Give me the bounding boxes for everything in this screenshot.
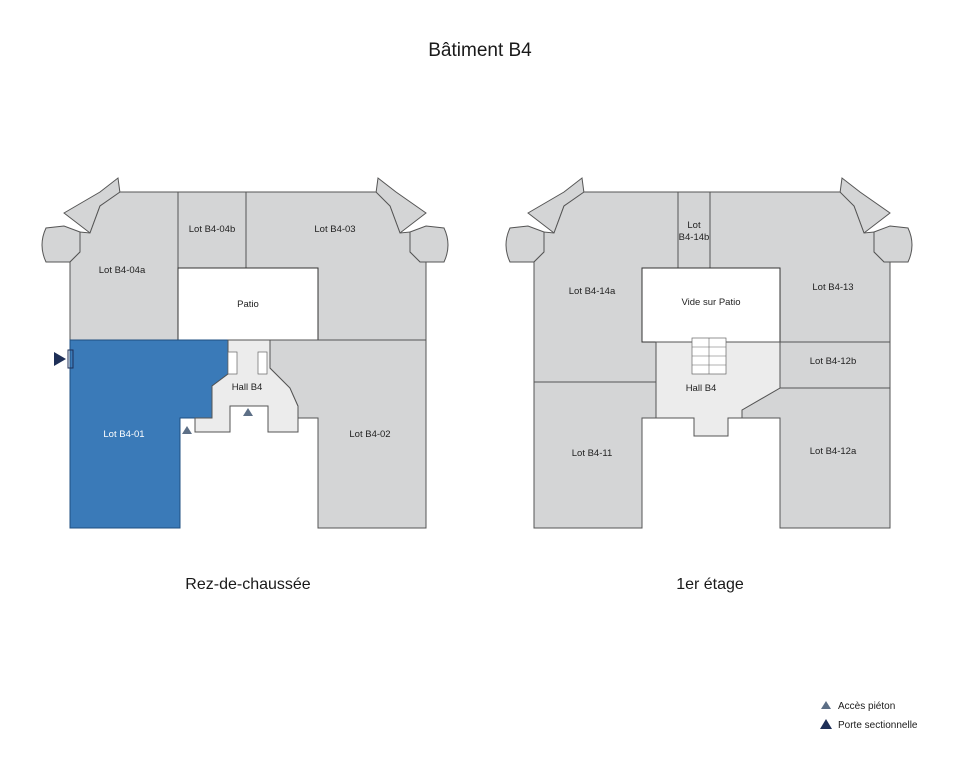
label-lot-b4-14b-line1: Lot xyxy=(687,220,701,231)
label-lot-b4-13: Lot B4-13 xyxy=(812,282,853,293)
pedestrian-access-marker xyxy=(182,426,192,434)
legend-sectional-door: Porte sectionnelle xyxy=(818,718,918,733)
label-lot-b4-12a: Lot B4-12a xyxy=(810,446,857,457)
pedestrian-access-marker xyxy=(243,408,253,416)
pedestrian-access-icon xyxy=(818,700,834,713)
legend-pedestrian-label: Accès piéton xyxy=(838,701,896,712)
patio-area xyxy=(177,267,319,341)
left-stair-tower xyxy=(41,225,81,263)
label-lot-b4-03: Lot B4-03 xyxy=(314,224,355,235)
hall-b4-upper[interactable] xyxy=(655,341,781,437)
plan-title: Bâtiment B4 xyxy=(428,40,532,61)
ground-floor-plan: Lot B4-04a Lot B4-04b Lot B4-03 Patio Ha… xyxy=(41,177,449,529)
sectional-door-marker xyxy=(54,352,66,366)
room-lot-b4-02[interactable] xyxy=(269,339,427,529)
label-hall-b4: Hall B4 xyxy=(232,382,263,393)
first-floor-plan: Lot B4-14b Lot B4-14a Vide sur Patio Lot… xyxy=(505,177,913,529)
label-lot-b4-01: Lot B4-01 xyxy=(103,429,144,440)
label-patio: Patio xyxy=(237,299,259,310)
left-stair-tower xyxy=(505,225,545,263)
right-stair-tower xyxy=(873,225,913,263)
vide-sur-patio-area xyxy=(641,267,781,343)
room-lot-b4-14b[interactable] xyxy=(677,191,711,269)
first-floor-stairs xyxy=(691,337,727,375)
label-lot-b4-14a: Lot B4-14a xyxy=(569,286,616,297)
label-lot-b4-04a: Lot B4-04a xyxy=(99,265,146,276)
right-stair-tower xyxy=(409,225,449,263)
first-floor-label: 1er étage xyxy=(676,576,744,593)
label-hall-b4: Hall B4 xyxy=(686,383,717,394)
room-lot-b4-01[interactable] xyxy=(69,339,229,529)
sectional-door-frame xyxy=(67,349,74,369)
label-lot-b4-11: Lot B4-11 xyxy=(572,448,613,459)
label-lot-b4-02: Lot B4-02 xyxy=(349,429,390,440)
legend-pedestrian: Accès piéton xyxy=(818,700,895,713)
label-lot-b4-04b: Lot B4-04b xyxy=(189,224,235,235)
legend-sectional-door-label: Porte sectionnelle xyxy=(838,720,918,731)
label-lot-b4-12b: Lot B4-12b xyxy=(810,356,856,367)
label-vide-sur-patio: Vide sur Patio xyxy=(682,297,741,308)
room-lot-b4-12a[interactable] xyxy=(741,387,891,529)
ground-stairs xyxy=(227,351,268,375)
label-lot-b4-14b-line2: B4-14b xyxy=(679,232,710,243)
ground-floor-label: Rez-de-chaussée xyxy=(185,576,311,593)
sectional-door-icon xyxy=(818,718,834,733)
